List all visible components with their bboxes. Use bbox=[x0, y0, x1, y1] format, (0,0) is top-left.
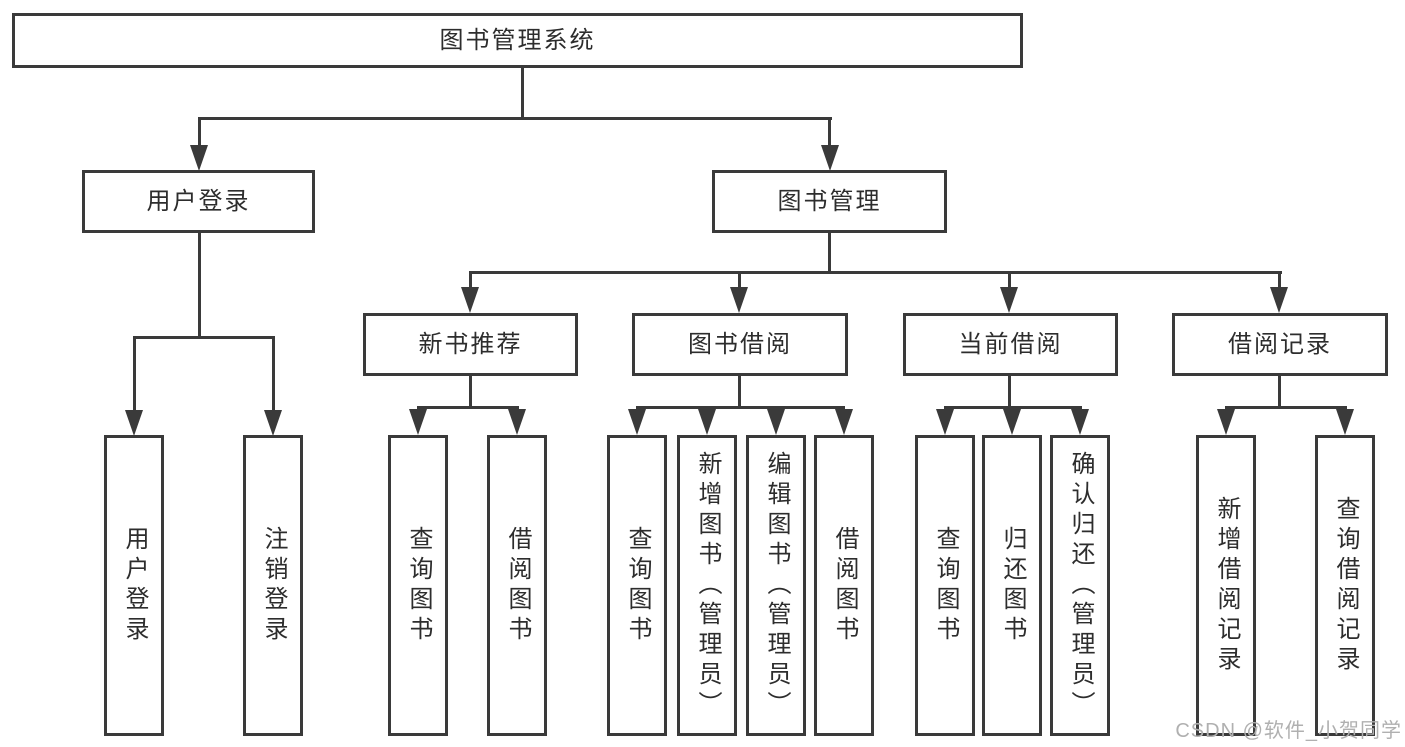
node-new-book-recommend: 新书推荐 bbox=[363, 313, 578, 376]
leaf-edit-book-admin-label: 编辑图书（管理员） bbox=[763, 450, 790, 721]
edge-stem-current-borrow bbox=[1008, 271, 1011, 289]
leaf-query-borrow-record: 查询借阅记录 bbox=[1315, 435, 1375, 736]
edge-stem-leaf-user-login bbox=[133, 336, 136, 412]
arrowhead-book-borrow bbox=[730, 287, 748, 313]
arrowhead-user-login bbox=[190, 145, 208, 171]
edge-user-login-stub bbox=[198, 233, 201, 339]
node-borrow-records: 借阅记录 bbox=[1172, 313, 1388, 376]
leaf-newbook-query-label: 查询图书 bbox=[405, 525, 432, 646]
arrowhead-add-book bbox=[698, 409, 716, 435]
leaf-return-book: 归还图书 bbox=[982, 435, 1042, 736]
edge-borrow-records-hline bbox=[1225, 406, 1347, 409]
leaf-logout-label: 注销登录 bbox=[260, 525, 287, 646]
edge-current-borrow-hline bbox=[944, 406, 1082, 409]
arrowhead-current-borrow bbox=[1000, 287, 1018, 313]
arrowhead-borrow-query bbox=[628, 409, 646, 435]
edge-stem-borrow-records bbox=[1278, 271, 1281, 289]
edge-stem-user-login bbox=[198, 117, 201, 148]
node-book-borrow: 图书借阅 bbox=[632, 313, 848, 376]
leaf-logout: 注销登录 bbox=[243, 435, 303, 736]
arrowhead-add-borrow-record bbox=[1217, 409, 1235, 435]
edge-stem-new-book bbox=[469, 271, 472, 289]
edge-stem-book-borrow bbox=[738, 271, 741, 289]
edge-book-borrow-hline bbox=[636, 406, 845, 409]
edge-new-book-hline bbox=[417, 406, 519, 409]
edge-level1-hline bbox=[198, 117, 832, 120]
node-user-login: 用户登录 bbox=[82, 170, 315, 233]
edge-borrow-records-stub bbox=[1278, 376, 1281, 409]
arrowhead-newbook-borrow bbox=[508, 409, 526, 435]
leaf-return-book-label: 归还图书 bbox=[999, 525, 1026, 646]
leaf-newbook-query: 查询图书 bbox=[388, 435, 448, 736]
leaf-borrow-book: 借阅图书 bbox=[814, 435, 874, 736]
arrowhead-query-borrow-record bbox=[1336, 409, 1354, 435]
leaf-borrow-query: 查询图书 bbox=[607, 435, 667, 736]
arrowhead-leaf-logout bbox=[264, 410, 282, 436]
arrowhead-return-book bbox=[1003, 409, 1021, 435]
node-book-management: 图书管理 bbox=[712, 170, 947, 233]
edge-root-stub bbox=[521, 68, 524, 119]
node-current-borrow: 当前借阅 bbox=[903, 313, 1118, 376]
leaf-borrow-query-label: 查询图书 bbox=[624, 525, 651, 646]
leaf-newbook-borrow-label: 借阅图书 bbox=[504, 525, 531, 646]
arrowhead-current-query bbox=[936, 409, 954, 435]
arrowhead-book-management bbox=[821, 145, 839, 171]
edge-user-login-hline bbox=[133, 336, 275, 339]
edge-stem-book-management bbox=[828, 117, 831, 148]
leaf-add-book-admin: 新增图书（管理员） bbox=[677, 435, 737, 736]
node-root: 图书管理系统 bbox=[12, 13, 1023, 68]
leaf-add-book-admin-label: 新增图书（管理员） bbox=[694, 450, 721, 721]
edge-book-management-stub bbox=[828, 233, 831, 274]
leaf-confirm-return-admin-label: 确认归还（管理员） bbox=[1067, 450, 1094, 721]
arrowhead-newbook-query bbox=[409, 409, 427, 435]
edge-current-borrow-stub bbox=[1008, 376, 1011, 409]
leaf-current-query: 查询图书 bbox=[915, 435, 975, 736]
node-user-login-label: 用户登录 bbox=[146, 187, 251, 215]
leaf-user-login: 用户登录 bbox=[104, 435, 164, 736]
leaf-user-login-label: 用户登录 bbox=[121, 525, 148, 646]
edge-book-borrow-stub bbox=[738, 376, 741, 409]
edge-new-book-stub bbox=[469, 376, 472, 409]
csdn-watermark: CSDN @软件_小贺同学 bbox=[1175, 720, 1402, 742]
arrowhead-borrow-records bbox=[1270, 287, 1288, 313]
node-book-management-label: 图书管理 bbox=[777, 187, 882, 215]
leaf-confirm-return-admin: 确认归还（管理员） bbox=[1050, 435, 1110, 736]
node-borrow-records-label: 借阅记录 bbox=[1228, 330, 1332, 358]
node-new-book-recommend-label: 新书推荐 bbox=[418, 330, 523, 358]
leaf-query-borrow-record-label: 查询借阅记录 bbox=[1332, 495, 1359, 676]
leaf-borrow-book-label: 借阅图书 bbox=[831, 525, 858, 646]
leaf-edit-book-admin: 编辑图书（管理员） bbox=[746, 435, 806, 736]
leaf-add-borrow-record: 新增借阅记录 bbox=[1196, 435, 1256, 736]
arrowhead-confirm-return bbox=[1071, 409, 1089, 435]
leaf-newbook-borrow: 借阅图书 bbox=[487, 435, 547, 736]
edge-stem-leaf-logout bbox=[272, 336, 275, 412]
arrowhead-new-book bbox=[461, 287, 479, 313]
arrowhead-leaf-user-login bbox=[125, 410, 143, 436]
leaf-add-borrow-record-label: 新增借阅记录 bbox=[1213, 495, 1240, 676]
edge-level2-hline bbox=[469, 271, 1282, 274]
node-book-borrow-label: 图书借阅 bbox=[688, 330, 792, 358]
arrowhead-borrow-book bbox=[835, 409, 853, 435]
node-root-label: 图书管理系统 bbox=[439, 26, 596, 54]
leaf-current-query-label: 查询图书 bbox=[932, 525, 959, 646]
node-current-borrow-label: 当前借阅 bbox=[958, 330, 1063, 358]
arrowhead-edit-book bbox=[767, 409, 785, 435]
